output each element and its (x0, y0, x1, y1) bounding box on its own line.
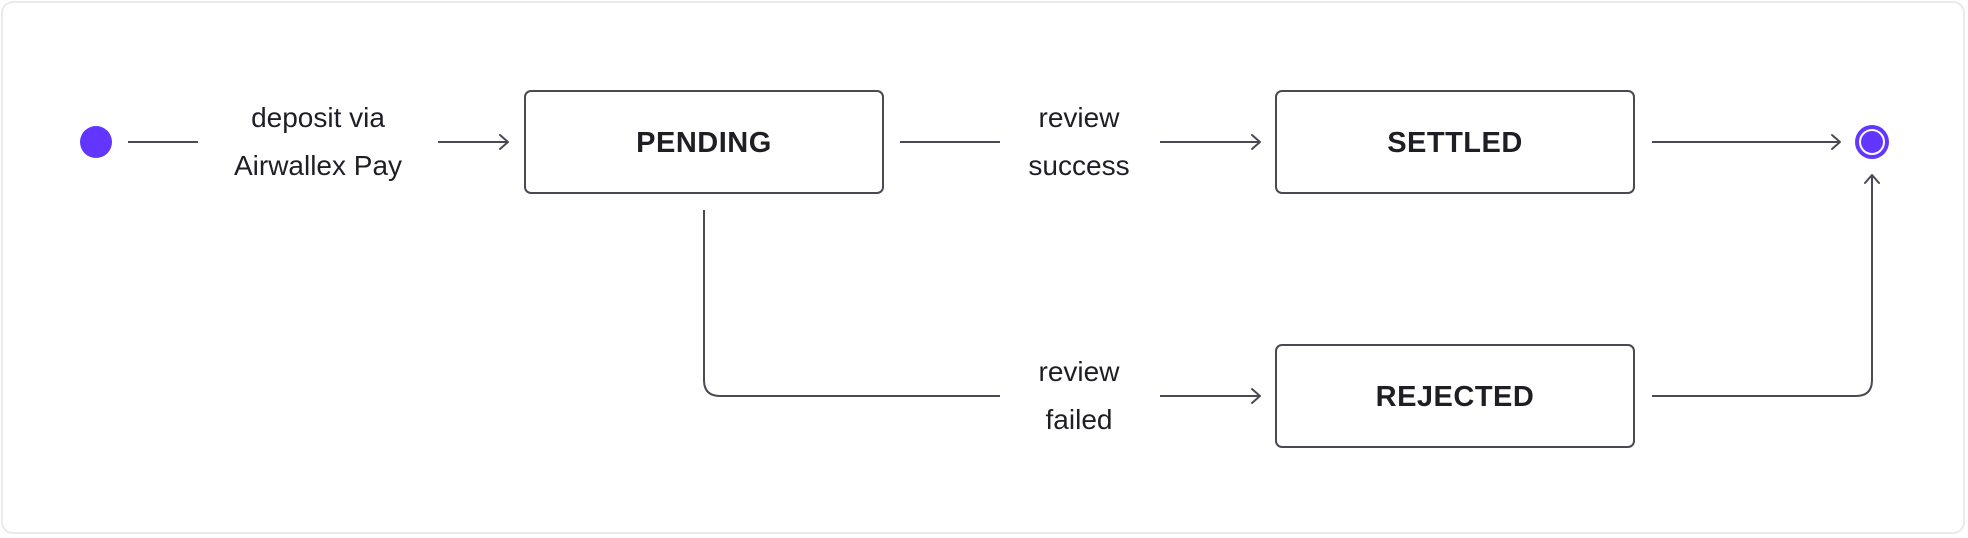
state-settled (1275, 90, 1635, 194)
arrowhead-review-failed-icon (1251, 388, 1261, 404)
edge-label-review-failed-line1: review (1039, 356, 1121, 387)
initial-state-icon (80, 126, 112, 158)
edge-review-failed-tail (703, 210, 1000, 397)
state-settled-label: SETTLED (1387, 127, 1523, 159)
edge-label-review-success-line2: success (1028, 150, 1129, 181)
state-pending (524, 90, 884, 194)
edge-label-review-failed-line2: failed (1046, 404, 1113, 435)
edge-label-deposit-line1: deposit via (251, 102, 385, 133)
edge-label-deposit-line2: Airwallex Pay (234, 150, 402, 181)
arrowhead-settled-final-icon (1831, 134, 1841, 150)
arrowhead-deposit-icon (499, 134, 509, 150)
edge-rejected-to-final (1652, 175, 1873, 397)
arrowhead-review-success-icon (1251, 134, 1261, 150)
edge-label-review-success-line1: review (1039, 102, 1121, 133)
state-pending-label: PENDING (636, 127, 772, 159)
arrowhead-rejected-final-icon (1864, 174, 1880, 184)
final-state-icon (1855, 125, 1889, 159)
state-rejected-label: REJECTED (1376, 381, 1535, 413)
state-rejected (1275, 344, 1635, 448)
